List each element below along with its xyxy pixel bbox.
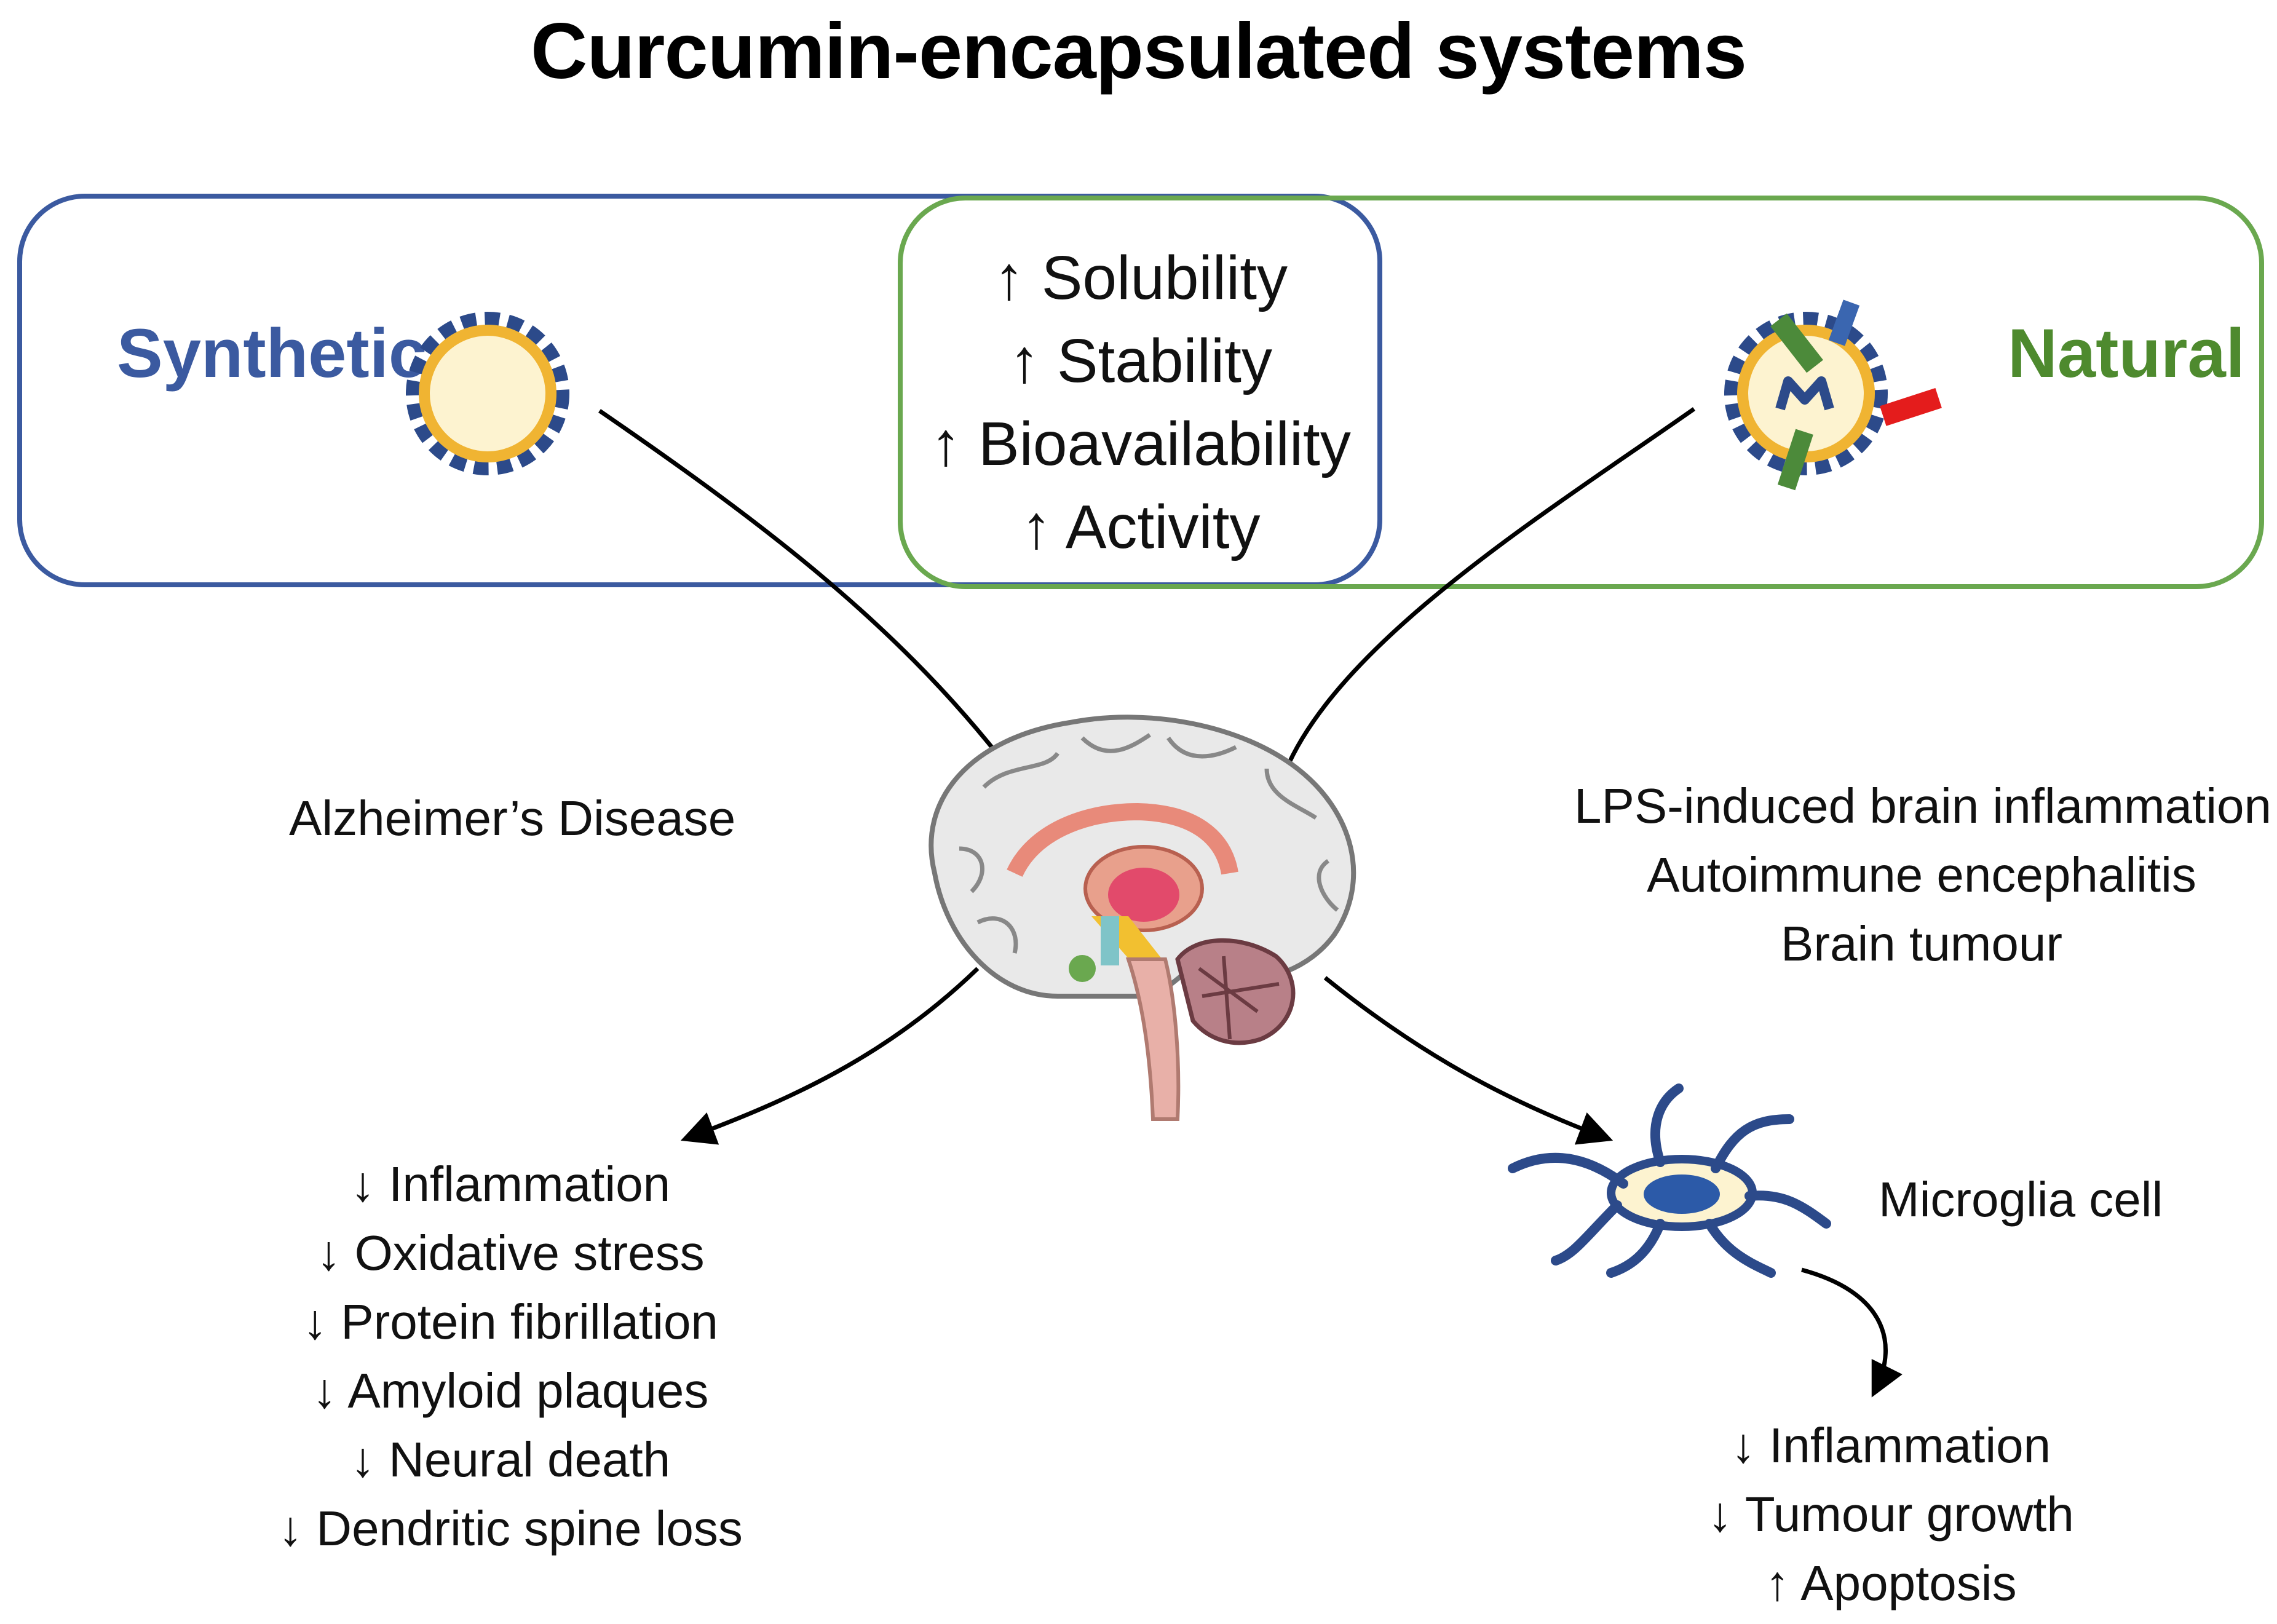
effect-inflammation-right: ↓ Inflammation (1730, 1418, 2051, 1473)
effect-inflammation: ↓ Inflammation (350, 1157, 671, 1211)
disease-autoimmune-encephalitis: Autoimmune encephalitis (1647, 847, 2196, 902)
natural-system-box (898, 196, 2264, 589)
benefit-bioavailability: ↑ Bioavailability (930, 410, 1351, 478)
benefit-solubility: ↑ Solubility (994, 244, 1288, 312)
benefit-stability: ↑ Stability (1009, 327, 1272, 395)
right-effects-list: ↓ Inflammation ↓ Tumour growth ↑ Apoptos… (1660, 1411, 2121, 1618)
disease-brain-tumour: Brain tumour (1781, 916, 2062, 971)
effect-tumour-growth: ↓ Tumour growth (1708, 1487, 2074, 1542)
effect-neural-death: ↓ Neural death (350, 1432, 671, 1487)
synthetic-nanoparticle-icon (406, 312, 569, 475)
alzheimers-disease-label: Alzheimer’s Disease (289, 791, 736, 846)
effect-protein-fibrillation: ↓ Protein fibrillation (303, 1294, 718, 1349)
natural-nanoparticle-icon (1724, 299, 1942, 491)
effect-dendritic-spine-loss: ↓ Dendritic spine loss (278, 1501, 743, 1556)
benefit-activity: ↑ Activity (1021, 493, 1261, 561)
left-effects-list: ↓ Inflammation ↓ Oxidative stress ↓ Prot… (234, 1150, 787, 1563)
effect-amyloid-plaques: ↓ Amyloid plaques (312, 1363, 709, 1418)
brain-icon (929, 715, 1356, 1121)
synthetic-label: Synthetic (117, 315, 427, 392)
right-disease-list: LPS-induced brain inflammation Autoimmun… (1574, 772, 2271, 978)
microglia-cell-label: Microglia cell (1879, 1172, 2163, 1227)
effect-apoptosis: ↑ Apoptosis (1765, 1556, 2017, 1610)
benefits-list: ↑ Solubility ↑ Stability ↑ Bioavailabili… (904, 237, 1377, 569)
natural-label: Natural (2008, 315, 2245, 392)
effect-oxidative-stress: ↓ Oxidative stress (316, 1226, 705, 1280)
microglia-cell-icon (1508, 1083, 1831, 1278)
diagram-title: Curcumin-encapsulated systems (531, 7, 1747, 95)
disease-lps-inflammation: LPS-induced brain inflammation (1574, 778, 2271, 833)
synthetic-system-box (17, 194, 1382, 587)
